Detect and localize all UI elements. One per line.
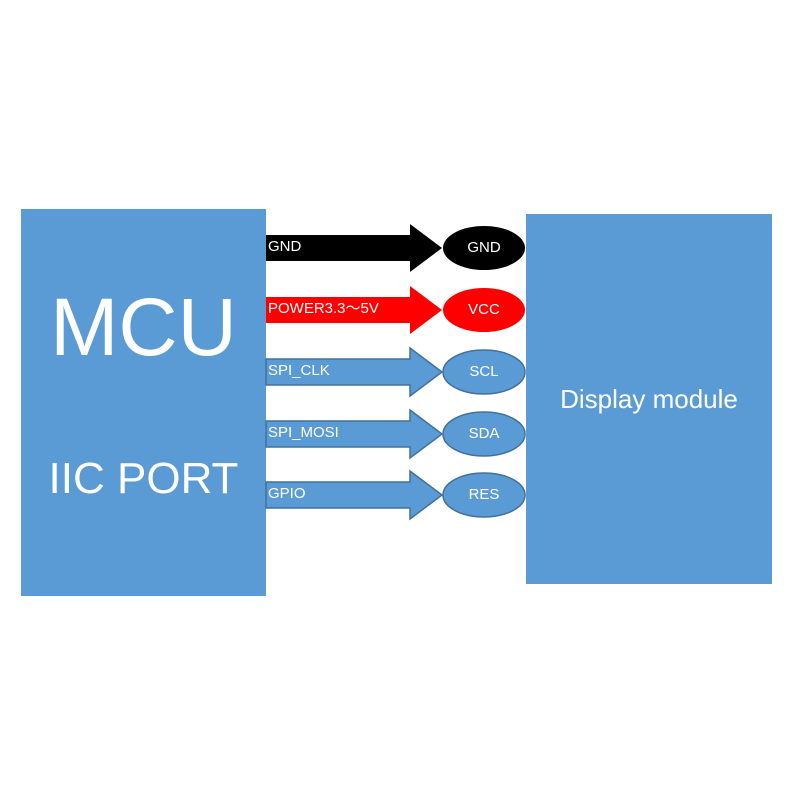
arrow-gpio [265,469,444,521]
mcu-block: MCU IIC PORT [21,209,266,596]
mcu-subtitle: IIC PORT [48,454,239,503]
arrow-spi-mosi [265,408,444,460]
arrow-gnd [266,224,442,272]
pin-label-scl: SCL [469,363,499,380]
pin-label-vcc: VCC [468,301,500,318]
pin-label-gnd: GND [467,239,501,256]
signal-label-gnd: GND [268,238,302,255]
display-module-label: Display module [560,384,738,414]
pin-ellipse-sda [442,411,526,457]
signal-label-gpio: GPIO [268,485,306,502]
pin-ellipse-vcc [443,288,525,332]
signal-label-power: POWER3.3～5V [268,300,379,317]
signal-label-spi-mosi: SPI_MOSI [268,424,339,441]
display-module-block: Display module [526,214,772,584]
pin-ellipse-scl [442,349,526,395]
mcu-title: MCU [50,282,237,373]
arrow-power [266,286,442,334]
arrow-spi-clk [265,346,444,398]
signal-label-spi-clk: SPI_CLK [268,362,330,379]
pin-ellipse-gnd [443,226,525,270]
pin-label-res: RES [468,486,500,503]
pin-ellipse-res [442,472,526,518]
pin-label-sda: SDA [468,425,500,442]
